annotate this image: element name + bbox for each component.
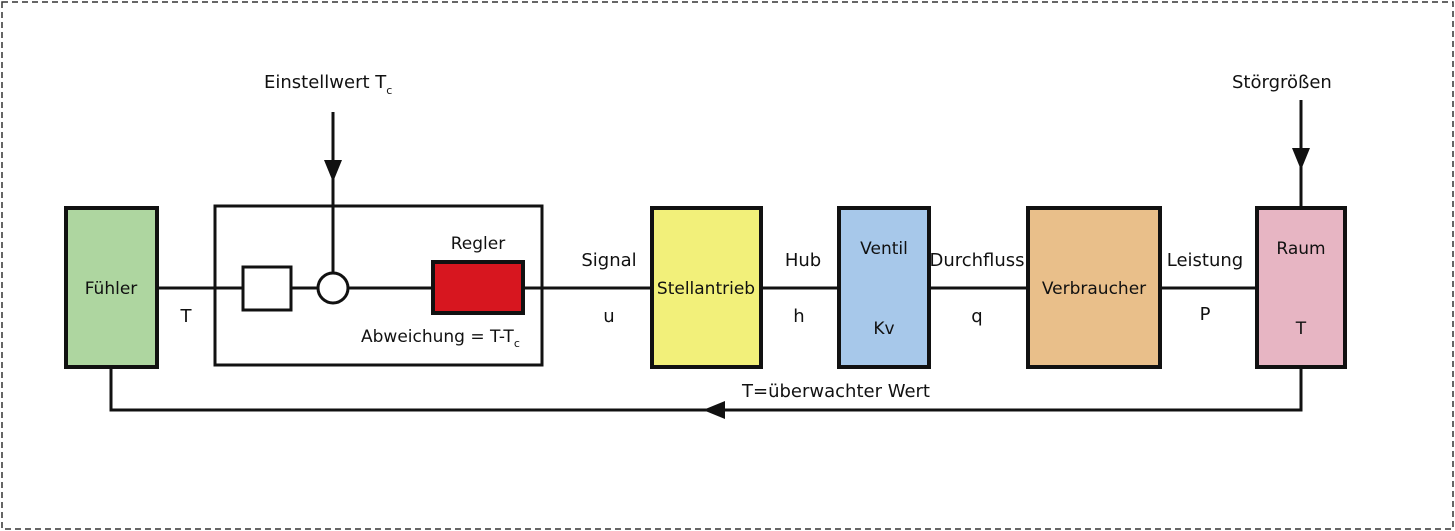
feedback-line <box>109 367 1303 412</box>
ventil-box <box>837 206 931 369</box>
t-after-fuehler-label: T <box>180 306 193 327</box>
disturbance-arrowhead <box>1292 148 1310 170</box>
raum-box <box>1255 206 1347 369</box>
einstellwert-label: Einstellwert Tc <box>264 72 392 97</box>
stellantrieb-box <box>650 206 763 369</box>
p-label: P <box>1200 304 1211 325</box>
feedback-arrowhead <box>703 401 725 419</box>
u-label: u <box>603 306 614 327</box>
controller-box <box>213 204 544 367</box>
regler-label: Regler <box>451 234 505 254</box>
feedback-label: T=überwachter Wert <box>741 381 930 402</box>
leistung-label: Leistung <box>1167 250 1243 271</box>
setpoint-arrowhead <box>324 160 342 182</box>
comparator-square <box>241 265 293 312</box>
hub-label: Hub <box>785 250 821 271</box>
summing-point-icon <box>316 271 350 305</box>
h-label: h <box>793 306 804 327</box>
abweichung-label: Abweichung = T-Tc <box>361 327 520 350</box>
ventil-label: Ventil <box>860 239 908 259</box>
stellantrieb-label: Stellantrieb <box>657 279 755 299</box>
verbraucher-label: Verbraucher <box>1042 279 1146 299</box>
verbraucher-box <box>1026 206 1162 369</box>
raum-t-label: T <box>1295 319 1307 339</box>
durchfluss-label: Durchfluss <box>929 250 1024 271</box>
kv-label: Kv <box>873 319 894 339</box>
q-label: q <box>971 306 982 327</box>
stoergroessen-label: Störgrößen <box>1232 72 1332 93</box>
fuehler-label: Fühler <box>85 279 138 299</box>
signal-label: Signal <box>581 250 636 271</box>
regler-box <box>431 260 525 315</box>
fuehler-box <box>64 206 159 369</box>
raum-label: Raum <box>1276 239 1325 259</box>
